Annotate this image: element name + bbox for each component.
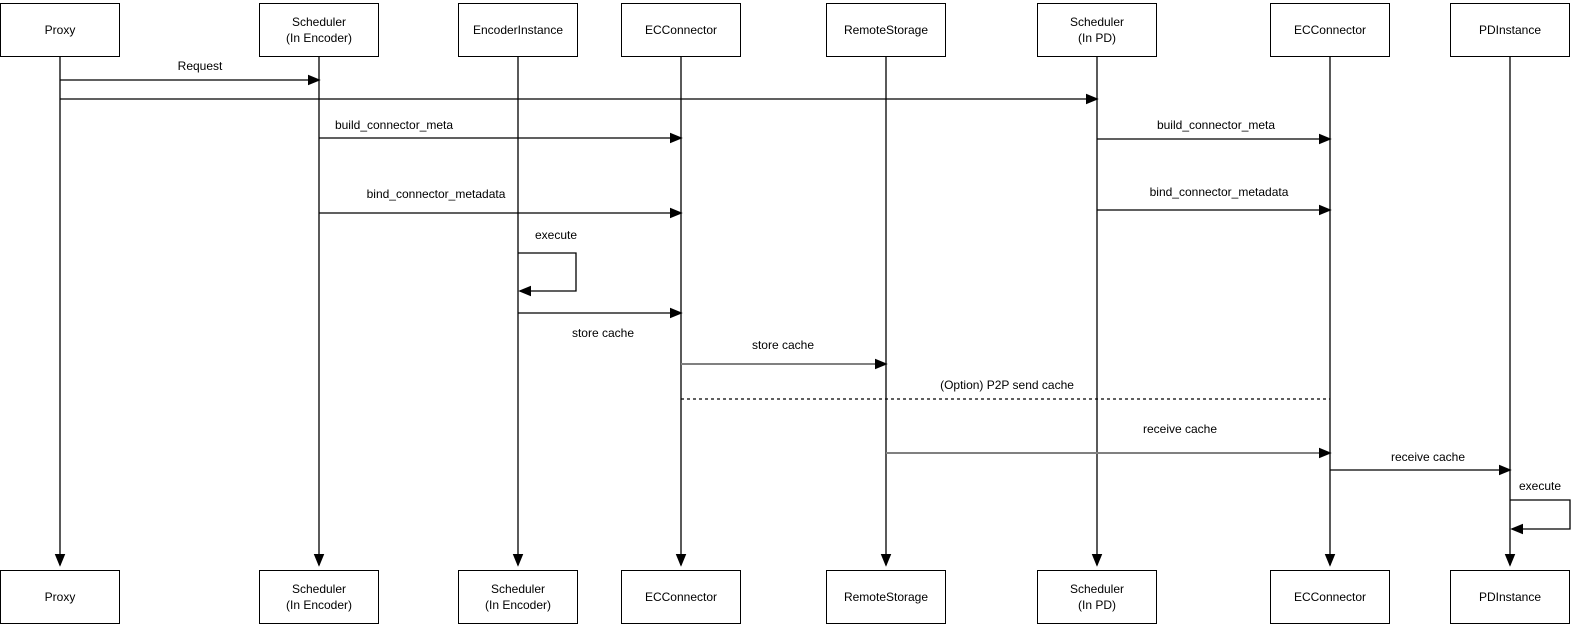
message-label-receive-cache-pd: receive cache: [1389, 450, 1467, 464]
self-message-execute-encoder: [518, 252, 577, 291]
participant-box-bottom-scheduler-pd: Scheduler (In PD): [1037, 570, 1157, 624]
message-label-request: Request: [176, 59, 224, 73]
message-label-build-connector-meta-pd: build_connector_meta: [1155, 118, 1277, 132]
participant-box-top-scheduler-encoder: Scheduler (In Encoder): [259, 3, 379, 57]
message-label-store-cache-remote: store cache: [750, 338, 816, 352]
message-label-execute-pd: execute: [1517, 479, 1563, 493]
message-label-execute-encoder: execute: [533, 228, 579, 242]
lifelines-group: [60, 57, 1510, 565]
message-label-receive-cache-remote: receive cache: [1141, 422, 1219, 436]
participant-box-top-scheduler-pd: Scheduler (In PD): [1037, 3, 1157, 57]
message-label-store-cache-encoder: store cache: [570, 326, 636, 340]
message-label-bind-connector-metadata-pd: bind_connector_metadata: [1148, 185, 1290, 199]
message-label-build-connector-meta-encoder: build_connector_meta: [333, 118, 455, 132]
participant-box-bottom-scheduler-encoder: Scheduler (In Encoder): [259, 570, 379, 624]
participant-box-top-remote-storage: RemoteStorage: [826, 3, 946, 57]
participant-box-top-proxy: Proxy: [0, 3, 120, 57]
participant-box-bottom-ec-connector-encoder: ECConnector: [621, 570, 741, 624]
participant-box-top-encoder-instance: EncoderInstance: [458, 3, 578, 57]
participant-box-bottom-proxy: Proxy: [0, 570, 120, 624]
participant-box-top-ec-connector-encoder: ECConnector: [621, 3, 741, 57]
participant-box-bottom-ec-connector-pd: ECConnector: [1270, 570, 1390, 624]
messages-group: [60, 80, 1571, 529]
participant-box-top-ec-connector-pd: ECConnector: [1270, 3, 1390, 57]
message-label-bind-connector-metadata-encoder: bind_connector_metadata: [365, 187, 507, 201]
participant-box-bottom-remote-storage: RemoteStorage: [826, 570, 946, 624]
participant-box-top-pd-instance: PDInstance: [1450, 3, 1570, 57]
participant-box-bottom-pd-instance: PDInstance: [1450, 570, 1570, 624]
self-message-execute-pd: [1510, 499, 1571, 529]
message-label-p2p-send-cache: (Option) P2P send cache: [939, 378, 1075, 392]
participant-box-bottom-encoder-instance: Scheduler (In Encoder): [458, 570, 578, 624]
